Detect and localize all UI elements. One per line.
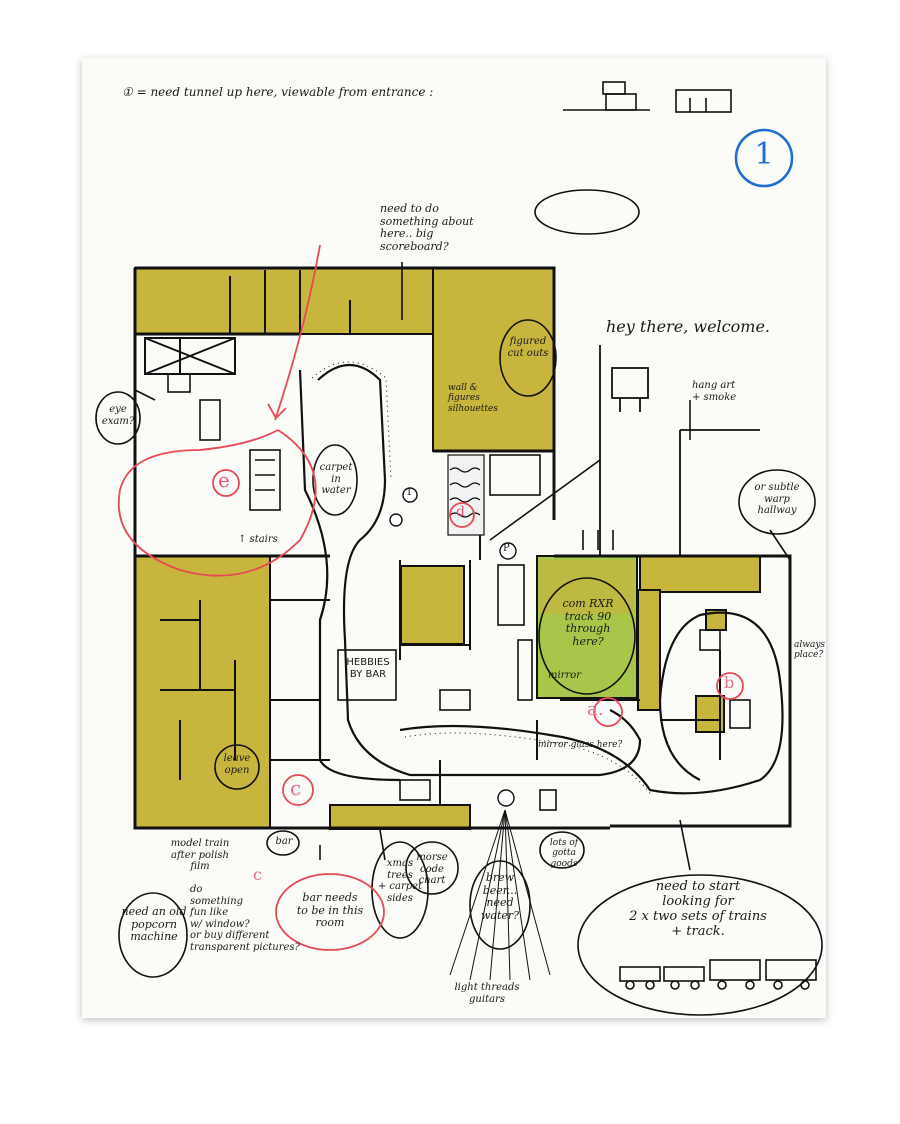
note-carpet-water: carpet in water xyxy=(319,462,353,496)
note-draft-place: always place? xyxy=(794,640,826,661)
header-note: ① = need tunnel up here, viewable from e… xyxy=(122,85,434,99)
room-right-strip xyxy=(639,555,761,593)
note-stairs: ↑ stairs xyxy=(238,534,278,545)
furniture-sketches xyxy=(167,373,751,811)
marker-a: a. xyxy=(587,699,604,720)
water-pattern xyxy=(447,454,485,536)
room-top-left-strip xyxy=(134,267,436,335)
page-number-circle xyxy=(734,128,794,188)
trains-sketch xyxy=(619,959,817,990)
paper-sheet xyxy=(82,58,826,1018)
note-figured-cutouts: figured cut outs xyxy=(507,336,549,359)
note-light-threads: light threads guitars xyxy=(454,982,520,1005)
yellow-rooms xyxy=(134,267,761,830)
note-xmas-trees: xmas trees + carpet sides xyxy=(377,858,423,904)
note-bubbles xyxy=(95,189,823,1016)
stage-x xyxy=(144,337,236,375)
note-trains: need to start looking for 2 x two sets o… xyxy=(629,879,767,939)
room-top-right-block xyxy=(432,267,555,452)
note-bar-needs: bar needs to be in this room xyxy=(296,891,364,930)
note-bar: bar xyxy=(275,836,293,847)
note-hang-art: hang art + smoke xyxy=(692,380,737,403)
welcome-sign xyxy=(599,345,760,555)
marker-d: d xyxy=(456,504,465,520)
red-annotations xyxy=(117,244,744,951)
note-hebbies: HEBBIES BY BAR xyxy=(346,657,390,680)
note-mirror: mirror xyxy=(548,670,582,681)
arrows xyxy=(134,262,791,871)
train-track-ties xyxy=(311,361,653,797)
note-popcorn: need an old popcorn machine xyxy=(121,905,187,944)
note-scoreboard: need to do something about here.. big sc… xyxy=(380,202,474,253)
note-brew-beer: brew beer... need water? xyxy=(480,871,520,922)
note-morse-code: morse code chart xyxy=(416,852,448,886)
room-mid-column xyxy=(400,565,465,645)
note-wall-figures: wall & figures silhouettes xyxy=(448,383,498,414)
marker-c: c xyxy=(290,776,302,800)
welcome-text: hey there, welcome. xyxy=(606,317,770,336)
header-sketch xyxy=(563,81,732,113)
note-leave-open: leave open xyxy=(223,753,251,776)
note-gotta-goods: lots of gotta goods xyxy=(549,838,579,869)
note-mirror-geo: mirror glass here? xyxy=(538,740,623,750)
marker-e: e xyxy=(218,468,230,492)
room-right-column xyxy=(637,589,661,711)
marker-circle-p: P xyxy=(503,543,510,554)
light-beams xyxy=(449,809,551,981)
note-model-train: model train after polish film xyxy=(170,838,230,872)
note-window: do something fun like w/ window? or buy … xyxy=(190,884,300,953)
train-track xyxy=(298,364,784,795)
marker-c-small: c xyxy=(253,865,262,884)
room-bottom-left-block xyxy=(134,555,271,829)
walls xyxy=(133,266,792,830)
room-green-overlay xyxy=(540,560,633,614)
note-eye-exam: eye exam? xyxy=(101,404,135,427)
note-com-rxr: com RXR track 90 through here? xyxy=(562,597,614,648)
marker-b: b xyxy=(724,673,735,692)
small-circles xyxy=(389,487,517,807)
page-number: 1 xyxy=(754,137,774,172)
marker-circle-1: 1 xyxy=(406,487,413,498)
room-bottom-strip xyxy=(329,804,471,830)
note-subtle-hallway: or subtle warp hallway xyxy=(754,482,800,516)
